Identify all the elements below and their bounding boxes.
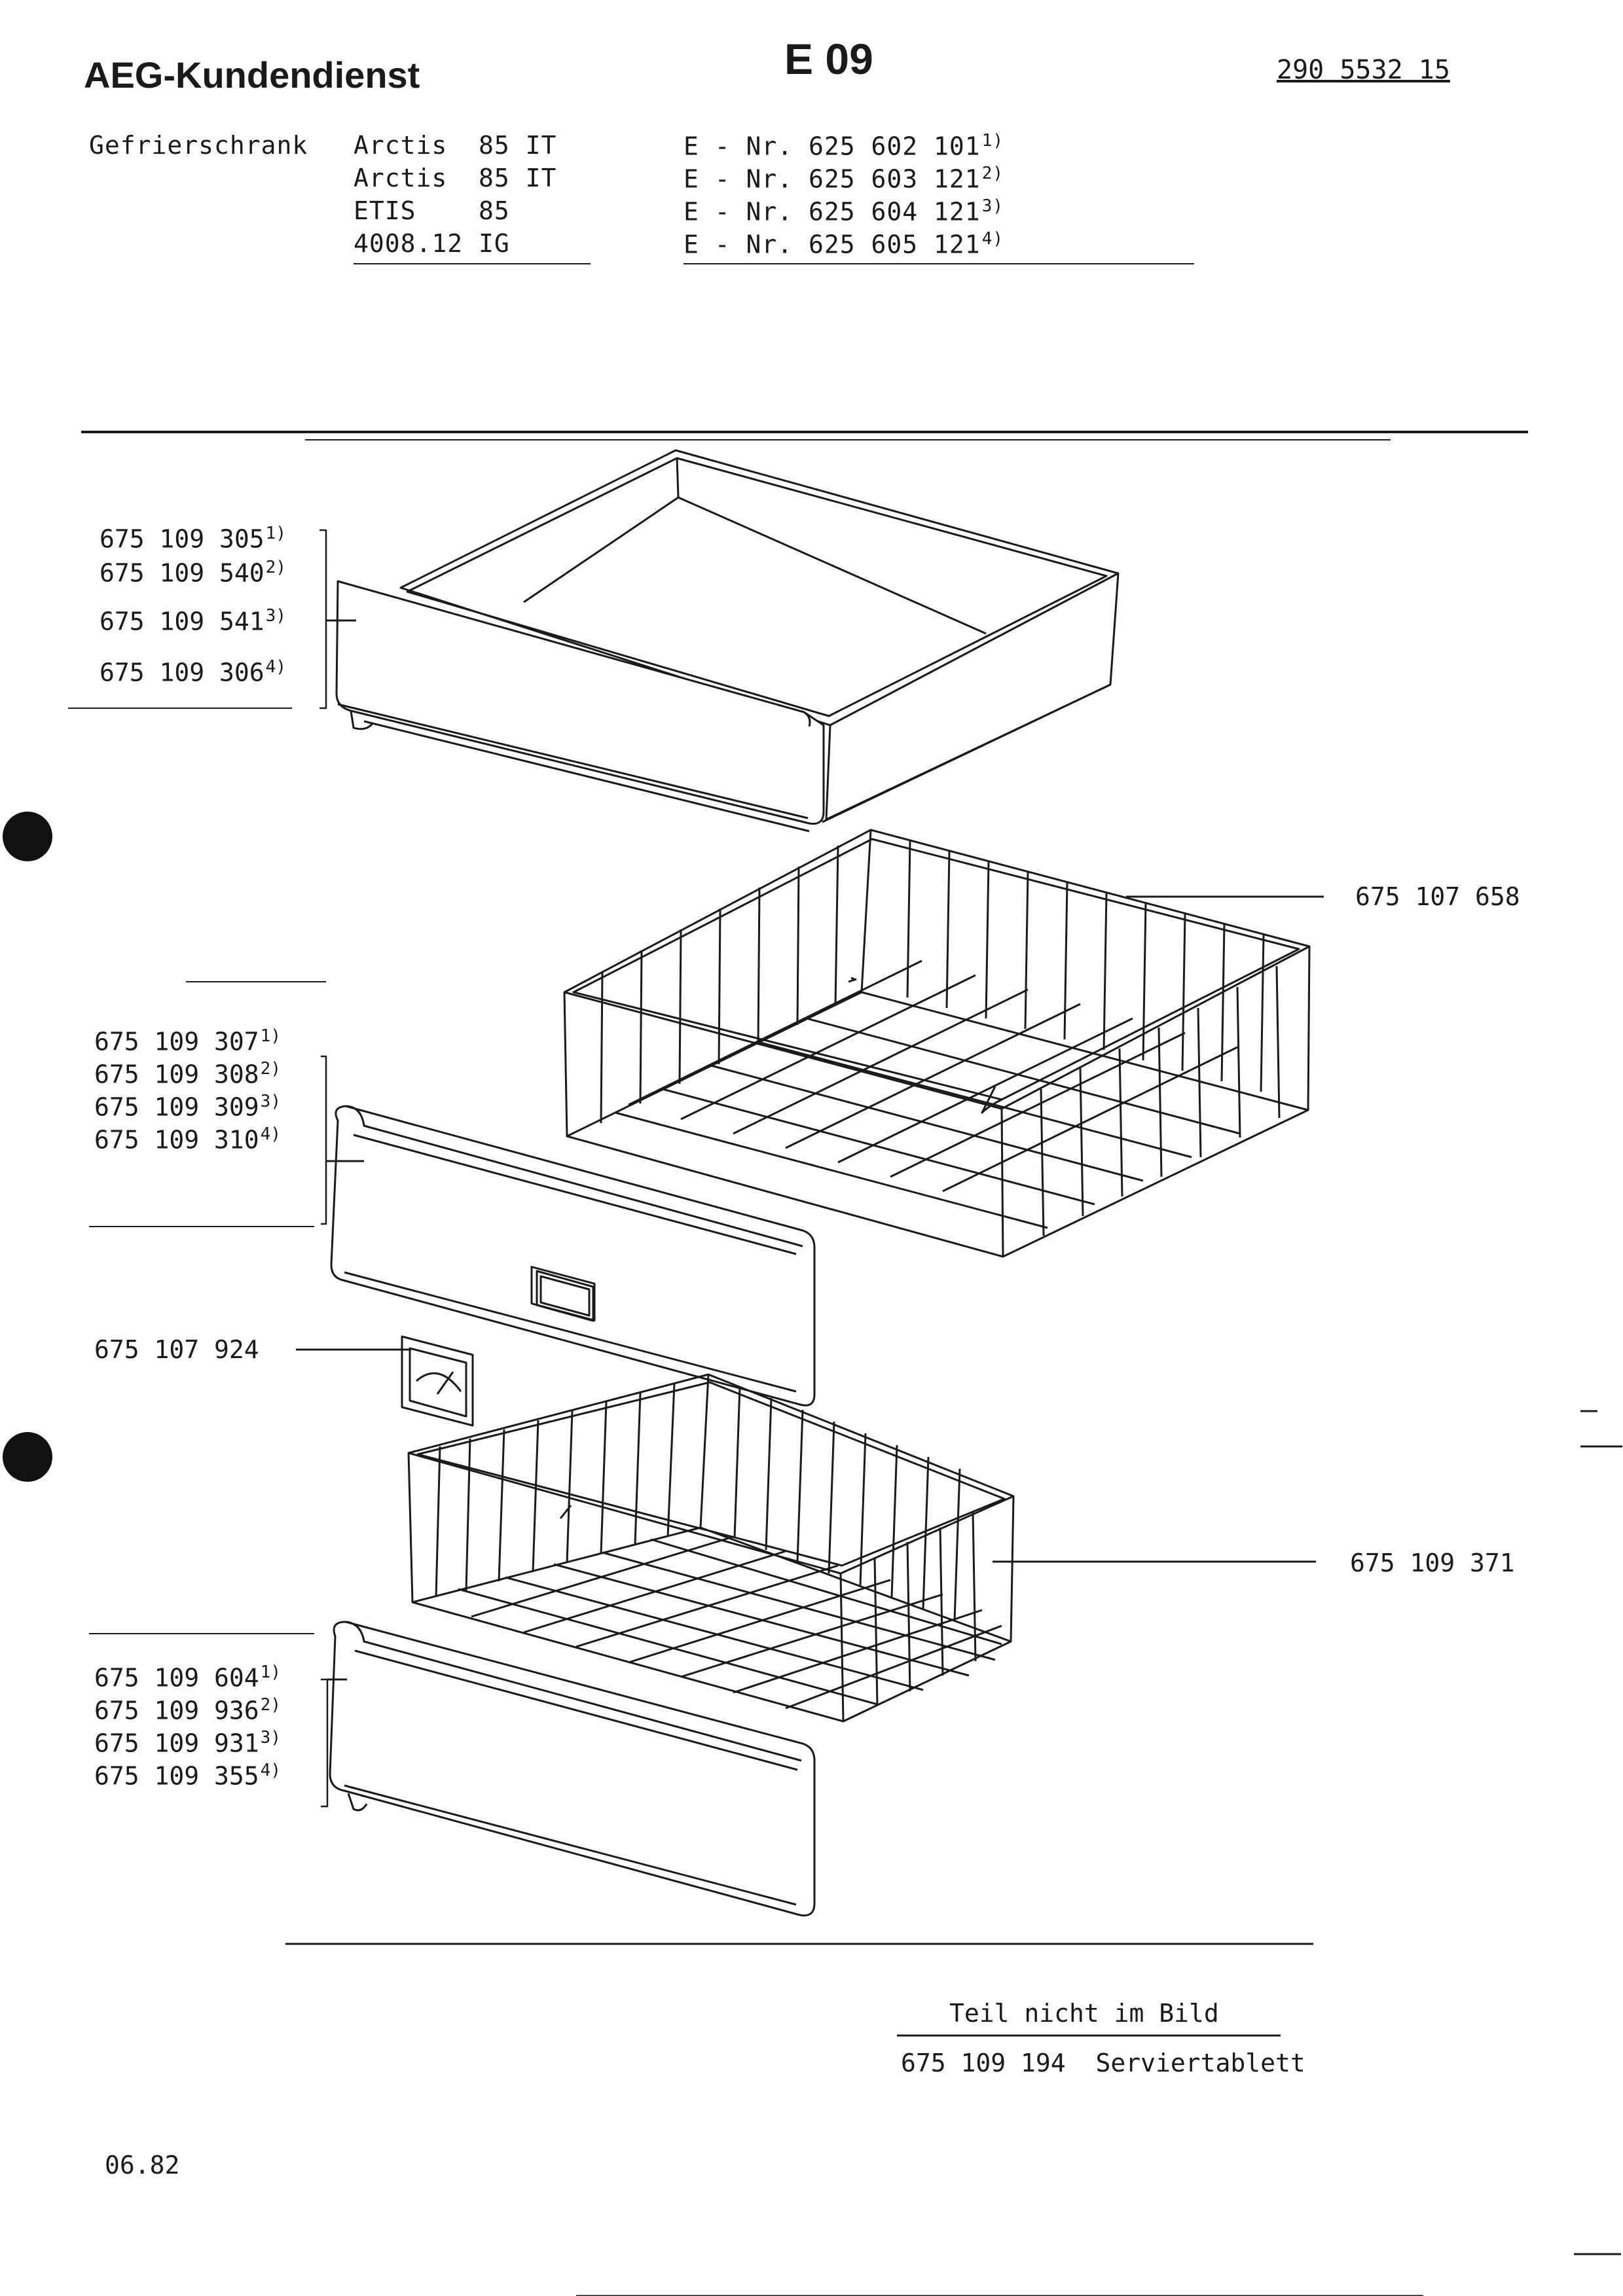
not-shown-part: 675 109 194 Serviertablett bbox=[901, 2049, 1305, 2077]
part-number: 675 109 3104) bbox=[94, 1124, 281, 1155]
part-number: 675 109 3093) bbox=[94, 1092, 281, 1122]
drawer-tray bbox=[335, 449, 1120, 833]
model-name: Arctis 85 IT bbox=[354, 131, 557, 160]
part-number: 675 109 9313) bbox=[94, 1728, 281, 1758]
thermometer-indicator bbox=[296, 1335, 474, 1427]
part-number: 675 109 3064) bbox=[100, 657, 286, 687]
category-label: Gefrierschrank bbox=[89, 131, 308, 160]
model-name: Arctis 85 IT bbox=[354, 164, 557, 192]
e-number: E - Nr. 625 605 1214) bbox=[684, 229, 1004, 259]
part-number-lower-basket: 675 109 371 bbox=[1350, 1549, 1515, 1577]
part-number-upper-basket: 675 107 658 bbox=[1355, 882, 1520, 911]
model-underline bbox=[354, 263, 591, 264]
part-number: 675 109 3051) bbox=[100, 524, 286, 554]
group-code: E 09 bbox=[784, 35, 873, 83]
e-number: E - Nr. 625 602 1011) bbox=[684, 131, 1004, 161]
part-number: 675 109 5402) bbox=[100, 558, 286, 588]
punch-hole bbox=[3, 1432, 52, 1482]
upper-wire-basket bbox=[563, 829, 1311, 1258]
part-number-indicator: 675 107 924 bbox=[94, 1335, 259, 1364]
brand-title: AEG-Kundendienst bbox=[84, 54, 420, 96]
lower-wire-basket bbox=[407, 1373, 1015, 1723]
not-shown-heading: Teil nicht im Bild bbox=[949, 1999, 1219, 2028]
part-number: 675 109 3071) bbox=[94, 1026, 281, 1056]
part-number: 675 109 5413) bbox=[100, 606, 286, 636]
e-number: E - Nr. 625 603 1212) bbox=[684, 164, 1004, 194]
lower-front-panel bbox=[329, 1621, 816, 1917]
model-name: 4008.12 IG bbox=[354, 229, 510, 258]
model-name: ETIS 85 bbox=[354, 196, 510, 225]
part-number: 675 109 6041) bbox=[94, 1662, 281, 1693]
date: 06.82 bbox=[105, 2151, 180, 2179]
enumber-underline bbox=[684, 263, 1194, 264]
header-separator bbox=[81, 431, 1528, 433]
middle-front-panel bbox=[330, 1105, 816, 1407]
doc-number: 290 5532 15 bbox=[1277, 55, 1450, 85]
e-number: E - Nr. 625 604 1213) bbox=[684, 196, 1004, 226]
part-number: 675 109 3554) bbox=[94, 1761, 281, 1791]
part-number: 675 109 3082) bbox=[94, 1059, 281, 1089]
leader-lines bbox=[68, 439, 1622, 2296]
part-number: 675 109 9362) bbox=[94, 1695, 281, 1725]
punch-hole bbox=[3, 812, 52, 861]
